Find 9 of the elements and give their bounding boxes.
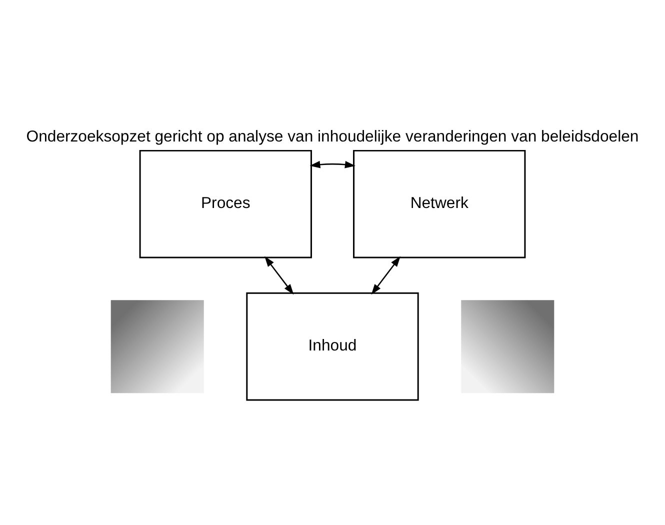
arrow <box>371 256 400 295</box>
node-box <box>110 300 204 394</box>
arrow <box>310 160 356 168</box>
node-box <box>461 300 554 394</box>
arrow <box>264 256 294 295</box>
node-box: Inhoud <box>246 292 419 401</box>
node-box: Proces <box>139 150 312 258</box>
node-box: Netwerk <box>353 150 526 258</box>
diagram-title: Onderzoeksopzet gericht op analyse van inhoudelijke veranderingen van beleidsdoelen <box>26 128 639 146</box>
